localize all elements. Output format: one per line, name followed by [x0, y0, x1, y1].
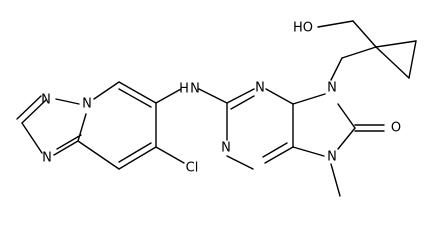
bond-triazole-2 [21, 122, 43, 154]
bond-triazole-3b [56, 134, 82, 150]
bond-cp-ch2 [352, 20, 377, 48]
bond-pm-2 [265, 88, 294, 105]
atom-n-purine-n9: N [327, 81, 337, 96]
bond-triazole-3 [53, 140, 79, 156]
bonds [16, 20, 417, 197]
bond-pyr-2 [118, 81, 157, 104]
bond-pm-6 [226, 155, 254, 170]
atom-h-amine: H [179, 82, 189, 97]
atom-ho: HO [293, 21, 313, 36]
bond-im-3 [337, 127, 356, 150]
atom-cl: Cl [186, 161, 199, 176]
bond-cp-2 [375, 46, 410, 79]
bond-pyr-5 [77, 140, 120, 170]
bond-pm-1 [226, 88, 255, 104]
bond-ch2-cp [341, 46, 377, 59]
atom-n-triazole-bottom: N [42, 151, 52, 166]
bond-pm-1b [230, 95, 255, 110]
bond-triazole-5 [55, 98, 80, 105]
bond-pyr-4b [118, 142, 152, 163]
bond-n-methyl [330, 163, 341, 197]
bond-c-nh [155, 88, 182, 104]
bond-pm-4b [262, 142, 288, 158]
bond-pyr-1 [93, 81, 120, 100]
atom-n-triazole-top: N [41, 93, 51, 108]
bond-im-4 [292, 146, 325, 157]
molecule-structure: N N N H N Cl N N N N O HO [16, 20, 417, 197]
bond-cp-3 [408, 40, 417, 79]
bond-im-2 [337, 103, 356, 129]
atom-n-purine-n3: N [221, 141, 231, 156]
atom-n-triazole-bridge: N [82, 97, 92, 112]
bond-n9-ch2 [330, 57, 343, 81]
atom-n-purine-n1: N [255, 81, 265, 96]
bond-cp-1 [375, 40, 417, 48]
bond-im-1 [292, 93, 326, 105]
bond-pyr-2b [118, 88, 152, 108]
bond-c-cl [155, 146, 185, 164]
bond-triazole-1b [16, 95, 42, 120]
atom-n-amine: N [190, 82, 200, 97]
bond-nh-c2 [198, 88, 228, 104]
atom-o-carbonyl: O [391, 121, 401, 136]
bond-ch2-oh [317, 20, 354, 28]
atom-labels: N N N H N Cl N N N N O HO [41, 21, 401, 176]
bond-pyr-4 [118, 146, 157, 170]
atom-n-purine-n7: N [327, 150, 337, 165]
bond-triazole-1 [21, 99, 47, 124]
bond-triazole-4 [77, 113, 87, 142]
bond-pm-4 [264, 146, 294, 164]
